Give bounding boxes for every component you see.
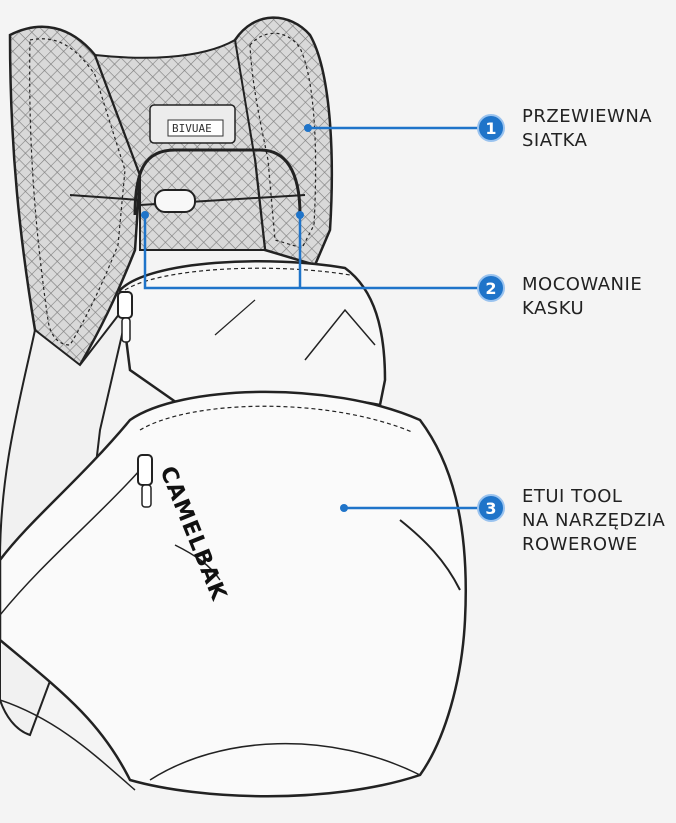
sternum-buckle [154, 189, 196, 213]
callout-3-line3: ROWEROWE [522, 534, 638, 555]
callout-label-2: MOCOWANIE KASKU [522, 273, 642, 321]
callout-badge-1: 1 [477, 114, 505, 142]
top-compartment [118, 260, 387, 407]
callout-badge-2: 2 [477, 274, 505, 302]
callout-3-line2: NA NARZĘDZIA [522, 510, 666, 531]
callout-1-line1: PRZEWIEWNA [522, 106, 653, 127]
callout-label-1: PRZEWIEWNA SIATKA [522, 105, 652, 153]
svg-text:3: 3 [485, 499, 496, 518]
back-panel [93, 38, 267, 251]
patch-label: BIVUAE [172, 122, 212, 135]
callout-3-line1: ETUI TOOL [522, 486, 623, 507]
callout-2-line1: MOCOWANIE [522, 274, 643, 295]
svg-text:1: 1 [485, 119, 496, 138]
svg-text:2: 2 [485, 279, 496, 298]
callout-1-line2: SIATKA [522, 130, 588, 151]
callout-label-3: ETUI TOOL NA NARZĘDZIA ROWEROWE [522, 485, 665, 557]
callout-badge-3: 3 [477, 494, 505, 522]
callout-2-line2: KASKU [522, 298, 585, 319]
callout-line-2 [143, 215, 480, 290]
